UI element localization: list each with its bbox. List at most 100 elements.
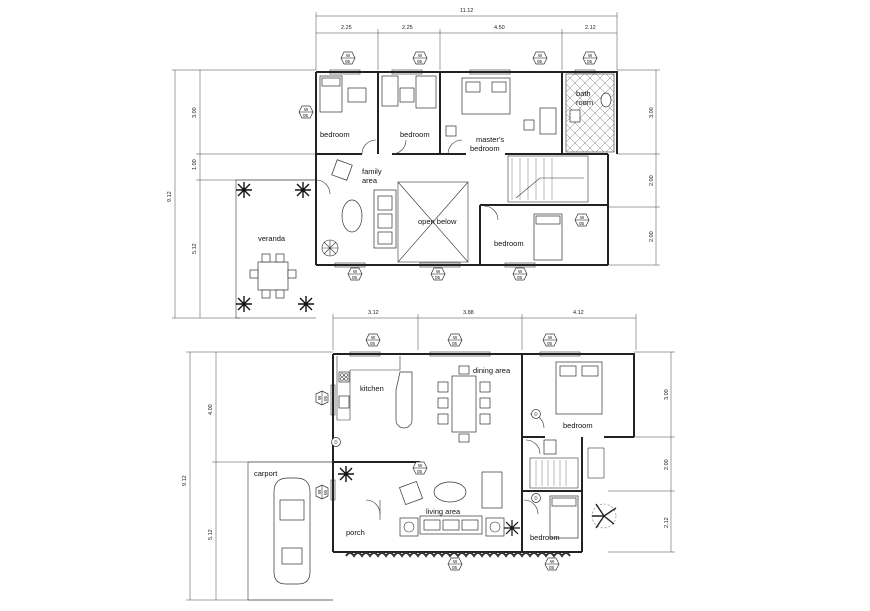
- window-tag-letter: W: [353, 269, 358, 274]
- armchair-icon: [481, 471, 503, 509]
- room-label-family: family: [362, 167, 382, 176]
- side-table-icon: [485, 517, 505, 537]
- window-tag-letter: W: [371, 335, 376, 340]
- ground-top-dimensions: 3.12 3.88 4.12: [332, 310, 637, 350]
- dim-overall-top: 11.12: [460, 8, 473, 14]
- window-tag-letter: W: [436, 269, 441, 274]
- window-tag-number: 05: [303, 113, 309, 118]
- dim-right-3: 2.12: [664, 517, 670, 528]
- window-tag-number: 05: [579, 221, 585, 226]
- room-label-kitchen: kitchen: [360, 384, 384, 393]
- room-label-masters-bedroom-2: bedroom: [470, 144, 500, 153]
- kitchen-fixtures: [336, 356, 413, 429]
- toilet-icon: [600, 92, 612, 108]
- veranda-area: [235, 179, 316, 319]
- desk-icon: [539, 107, 557, 135]
- window-tag-letter: W: [518, 269, 523, 274]
- stove-icon: [338, 371, 350, 383]
- room-label-bedroom: bedroom: [530, 533, 560, 542]
- living-furniture: [365, 471, 505, 537]
- bed-icon: [381, 75, 399, 107]
- room-label-dining: dining area: [473, 366, 511, 375]
- window-tag-letter: W: [317, 489, 322, 494]
- window-tag-number: 05: [587, 59, 593, 64]
- coffee-table-icon: [433, 481, 467, 503]
- ground-bedroom-2-furniture: [523, 495, 579, 539]
- window-tag-number: 05: [417, 469, 423, 474]
- door-tag: D: [534, 496, 538, 501]
- dim-left-2: 1.00: [192, 159, 198, 170]
- ground-plants: [338, 466, 617, 558]
- dining-table-icon: [451, 375, 477, 433]
- plant-icon: [338, 466, 520, 536]
- armchair-icon: [399, 481, 423, 505]
- window-tag-letter: W: [418, 463, 423, 468]
- upper-bedroom-3-furniture: [533, 213, 563, 261]
- room-label-open-below: open below: [418, 217, 457, 226]
- dim-right-2: 2.00: [664, 459, 670, 470]
- window-tag-number: 05: [517, 275, 523, 280]
- ground-right-dimensions: 3.00 2.00 2.12: [608, 351, 675, 553]
- dim-left-1: 4.00: [208, 404, 214, 415]
- window-tag-number: 05: [547, 341, 553, 346]
- desk-icon: [399, 87, 415, 103]
- window-tag-number: 05: [323, 489, 328, 495]
- armchair-icon: [331, 159, 353, 181]
- window-tag-number: 05: [452, 341, 458, 346]
- ground-windows: [330, 351, 581, 501]
- ground-floor-plan: 3.12 3.88 4.12 9.12 4.00 5.12 3.00 2.00 …: [182, 310, 675, 601]
- upper-windows: [329, 69, 596, 268]
- ground-door-tags: D D D: [331, 409, 541, 503]
- chair-icon: [445, 125, 457, 137]
- chair-icon: [523, 119, 535, 131]
- dim-right-3: 2.00: [649, 231, 655, 242]
- bed-icon: [415, 75, 437, 109]
- palm-tree-icon: [591, 503, 617, 529]
- car-icon: [273, 477, 311, 585]
- upper-walls: [315, 71, 618, 266]
- window-tag-number: 05: [352, 275, 358, 280]
- upper-room-labels: bedroom bedroom master's bedroom bath ro…: [258, 89, 593, 248]
- hedge-strip: [345, 552, 571, 558]
- dim-left-2: 5.12: [208, 529, 214, 540]
- room-label-bath-2: room: [576, 98, 593, 107]
- room-label-porch: porch: [346, 528, 365, 537]
- carport-area: [247, 461, 333, 601]
- dining-furniture: [437, 365, 491, 443]
- dim-right-1: 3.00: [649, 107, 655, 118]
- upper-left-dimensions: 9.12 3.00 1.00 5.12: [167, 69, 316, 319]
- window-tag-letter: W: [453, 559, 458, 564]
- open-below-void: [397, 181, 469, 263]
- room-label-bedroom: bedroom: [563, 421, 593, 430]
- dim-left-total: 9.12: [167, 191, 173, 202]
- dim-left-total: 9.12: [182, 475, 188, 486]
- window-tag-number: 05: [345, 59, 351, 64]
- upper-stairs: [507, 155, 589, 203]
- dim-top-1: 3.12: [368, 310, 379, 316]
- window-tag-letter: W: [418, 53, 423, 58]
- side-table-icon: [399, 517, 419, 537]
- dim-top-4: 2.12: [585, 25, 596, 31]
- room-label-veranda: veranda: [258, 234, 286, 243]
- room-label-bedroom: bedroom: [494, 239, 524, 248]
- window-tag-letter: W: [317, 395, 322, 400]
- toilet-icon: [543, 439, 557, 455]
- dim-left-1: 3.00: [192, 107, 198, 118]
- window-tag-number: 05: [435, 275, 441, 280]
- window-tag-number: 05: [537, 59, 543, 64]
- window-tag-letter: W: [538, 53, 543, 58]
- room-label-living: living area: [426, 507, 461, 516]
- bath-tile-pattern: [565, 73, 615, 153]
- dim-right-1: 3.00: [664, 389, 670, 400]
- door-tag: D: [334, 440, 338, 445]
- window-tag-letter: W: [548, 335, 553, 340]
- room-label-masters-bedroom: master's: [476, 135, 504, 144]
- dim-top-3: 4.12: [573, 310, 584, 316]
- door-tag: D: [534, 412, 538, 417]
- upper-beds: [319, 75, 557, 137]
- window-tag-letter: W: [304, 107, 309, 112]
- dim-top-3: 4.50: [494, 25, 505, 31]
- window-tag-letter: W: [453, 335, 458, 340]
